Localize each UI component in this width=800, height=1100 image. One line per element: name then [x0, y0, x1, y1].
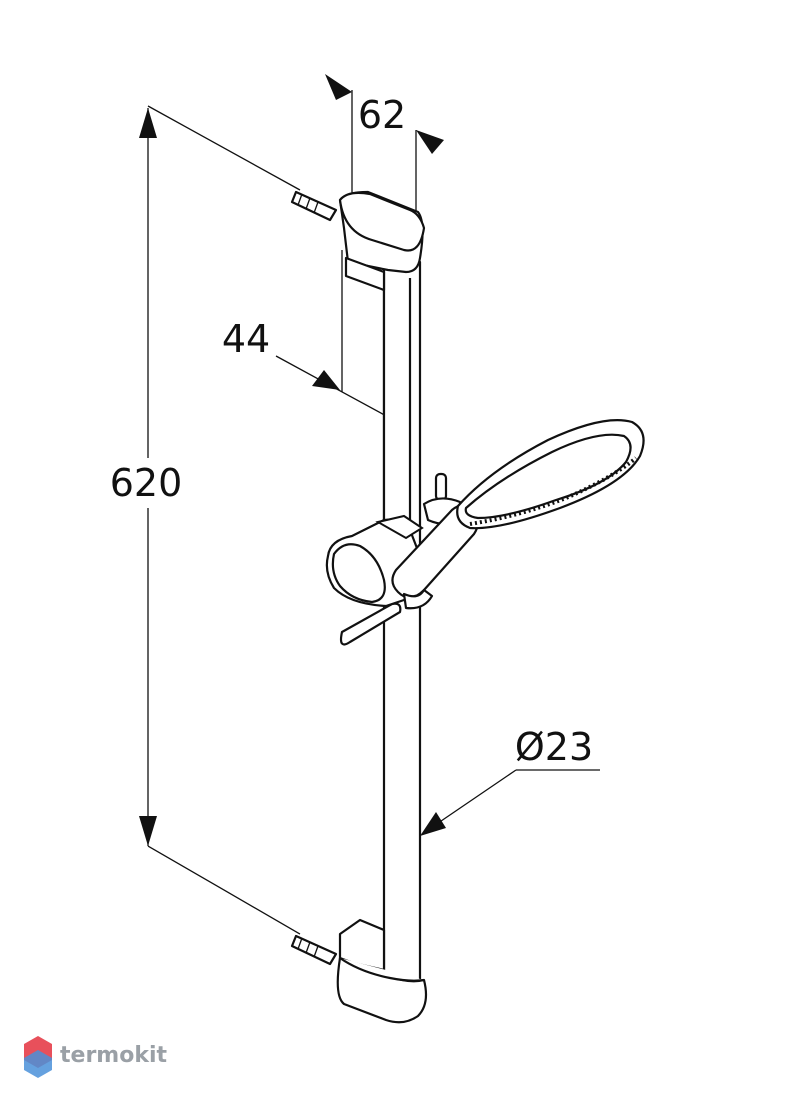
shower-rail	[382, 260, 422, 1018]
diameter-dimension: Ø23	[420, 725, 600, 836]
bottom-bracket	[336, 918, 428, 1024]
width-value: 62	[358, 93, 406, 137]
height-dimension: 620	[100, 105, 301, 935]
termokit-logo-icon	[24, 1036, 52, 1078]
top-wall-screw	[290, 190, 338, 222]
bottom-wall-screw	[290, 934, 338, 966]
offset-value: 44	[222, 317, 270, 361]
hand-shower	[391, 419, 645, 610]
height-value: 620	[110, 461, 183, 505]
width-dimension: 62	[325, 74, 444, 214]
watermark-brand: termokit	[60, 1043, 167, 1068]
top-bracket	[338, 190, 426, 292]
termokit-watermark: termokit	[24, 1036, 167, 1078]
diameter-value: Ø23	[515, 725, 593, 769]
